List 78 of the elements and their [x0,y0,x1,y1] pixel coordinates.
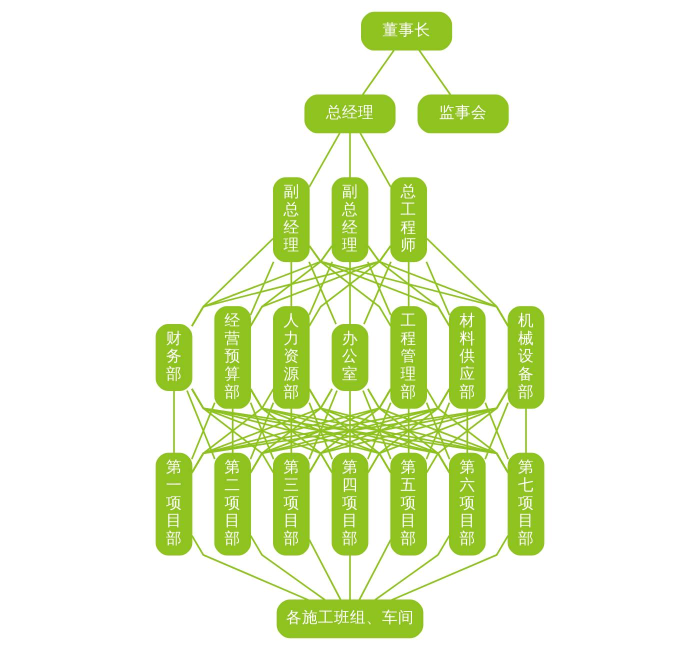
node-box: 第三项目部 [273,452,310,556]
connector [367,388,509,474]
connector [250,388,450,474]
connector [191,388,509,474]
connector [308,132,341,188]
connector [191,245,392,326]
connector [484,402,509,460]
connector [191,402,216,460]
connector [349,133,351,178]
connector [466,408,468,454]
node-box: 财务部 [156,324,192,391]
connector [308,388,450,474]
connector [374,535,450,601]
node-box: 第五项目部 [390,452,427,556]
connector [308,390,338,460]
connector [250,402,274,460]
connector [232,408,234,454]
node-box: 董事长 [361,12,452,51]
node-box: 第二项目部 [214,452,251,556]
connector [366,262,392,316]
connector [426,238,509,326]
connector [363,262,392,324]
connector [367,388,450,474]
connector [250,535,326,601]
connector [308,402,333,460]
connector [290,262,292,306]
node-box: 各施工班组、车间 [276,599,424,638]
connector [308,245,392,326]
connector [349,555,351,600]
node-box: 材料供应部 [449,306,486,409]
connector [308,388,392,474]
connector [308,539,342,600]
node-box: 总工程师 [390,177,427,262]
connector [290,408,292,454]
connector [362,390,392,460]
node-box: 总经理 [304,94,396,134]
connector [308,388,509,474]
connector [408,262,410,306]
connector [250,388,333,474]
connector [418,50,452,96]
connector [250,388,509,474]
connector [408,408,410,454]
connector [362,50,395,96]
connector [349,390,351,454]
node-box: 第一项目部 [156,452,192,556]
node-box: 监事会 [418,94,509,134]
connector [173,390,175,454]
node-box: 工程管理部 [390,306,427,409]
connector [250,245,392,326]
connector [349,262,351,324]
connector [426,388,509,474]
connector [308,245,450,326]
connector [250,388,392,474]
connector [191,535,309,601]
connector [186,390,216,460]
connector [191,388,274,474]
node-box: 副总经理 [332,177,368,262]
node-box: 副总经理 [273,177,310,262]
connector [308,262,337,324]
node-box: 人力资源部 [273,306,310,409]
connector [525,408,527,454]
connector [250,262,274,316]
node-box: 第四项目部 [332,452,368,556]
node-box: 机械设备部 [508,306,544,409]
connector [358,539,392,600]
node-box: 办公室 [332,324,368,391]
node-box: 经营预算部 [214,306,251,409]
connector [426,262,450,316]
connector [391,535,509,601]
connector [367,402,392,460]
connector [426,402,450,460]
connector [308,262,334,316]
connector [191,388,392,474]
node-box: 第七项目部 [508,452,544,556]
connector [191,388,450,474]
node-box: 第六项目部 [449,452,486,556]
connector [359,132,392,188]
connector [191,388,333,474]
